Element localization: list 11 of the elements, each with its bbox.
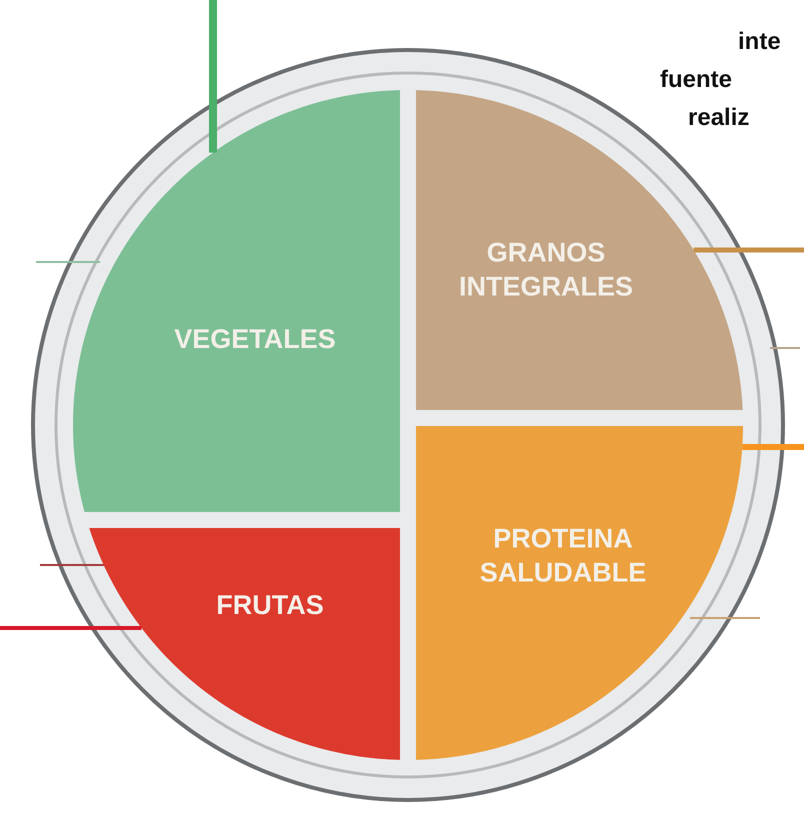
note-text: inte [738,28,781,56]
section-label: VEGETALES [173,323,337,356]
section-label: FRUTAS [215,589,325,622]
leader-line [0,626,142,630]
leader-line [209,0,217,153]
section-label: GRANOS INTEGRALES [458,236,634,303]
note-text: fuente [660,66,732,94]
note-text: realiz [688,104,750,132]
leader-line [742,444,804,450]
section-label: PROTEINA SALUDABLE [478,522,648,589]
leader-line [694,248,804,252]
